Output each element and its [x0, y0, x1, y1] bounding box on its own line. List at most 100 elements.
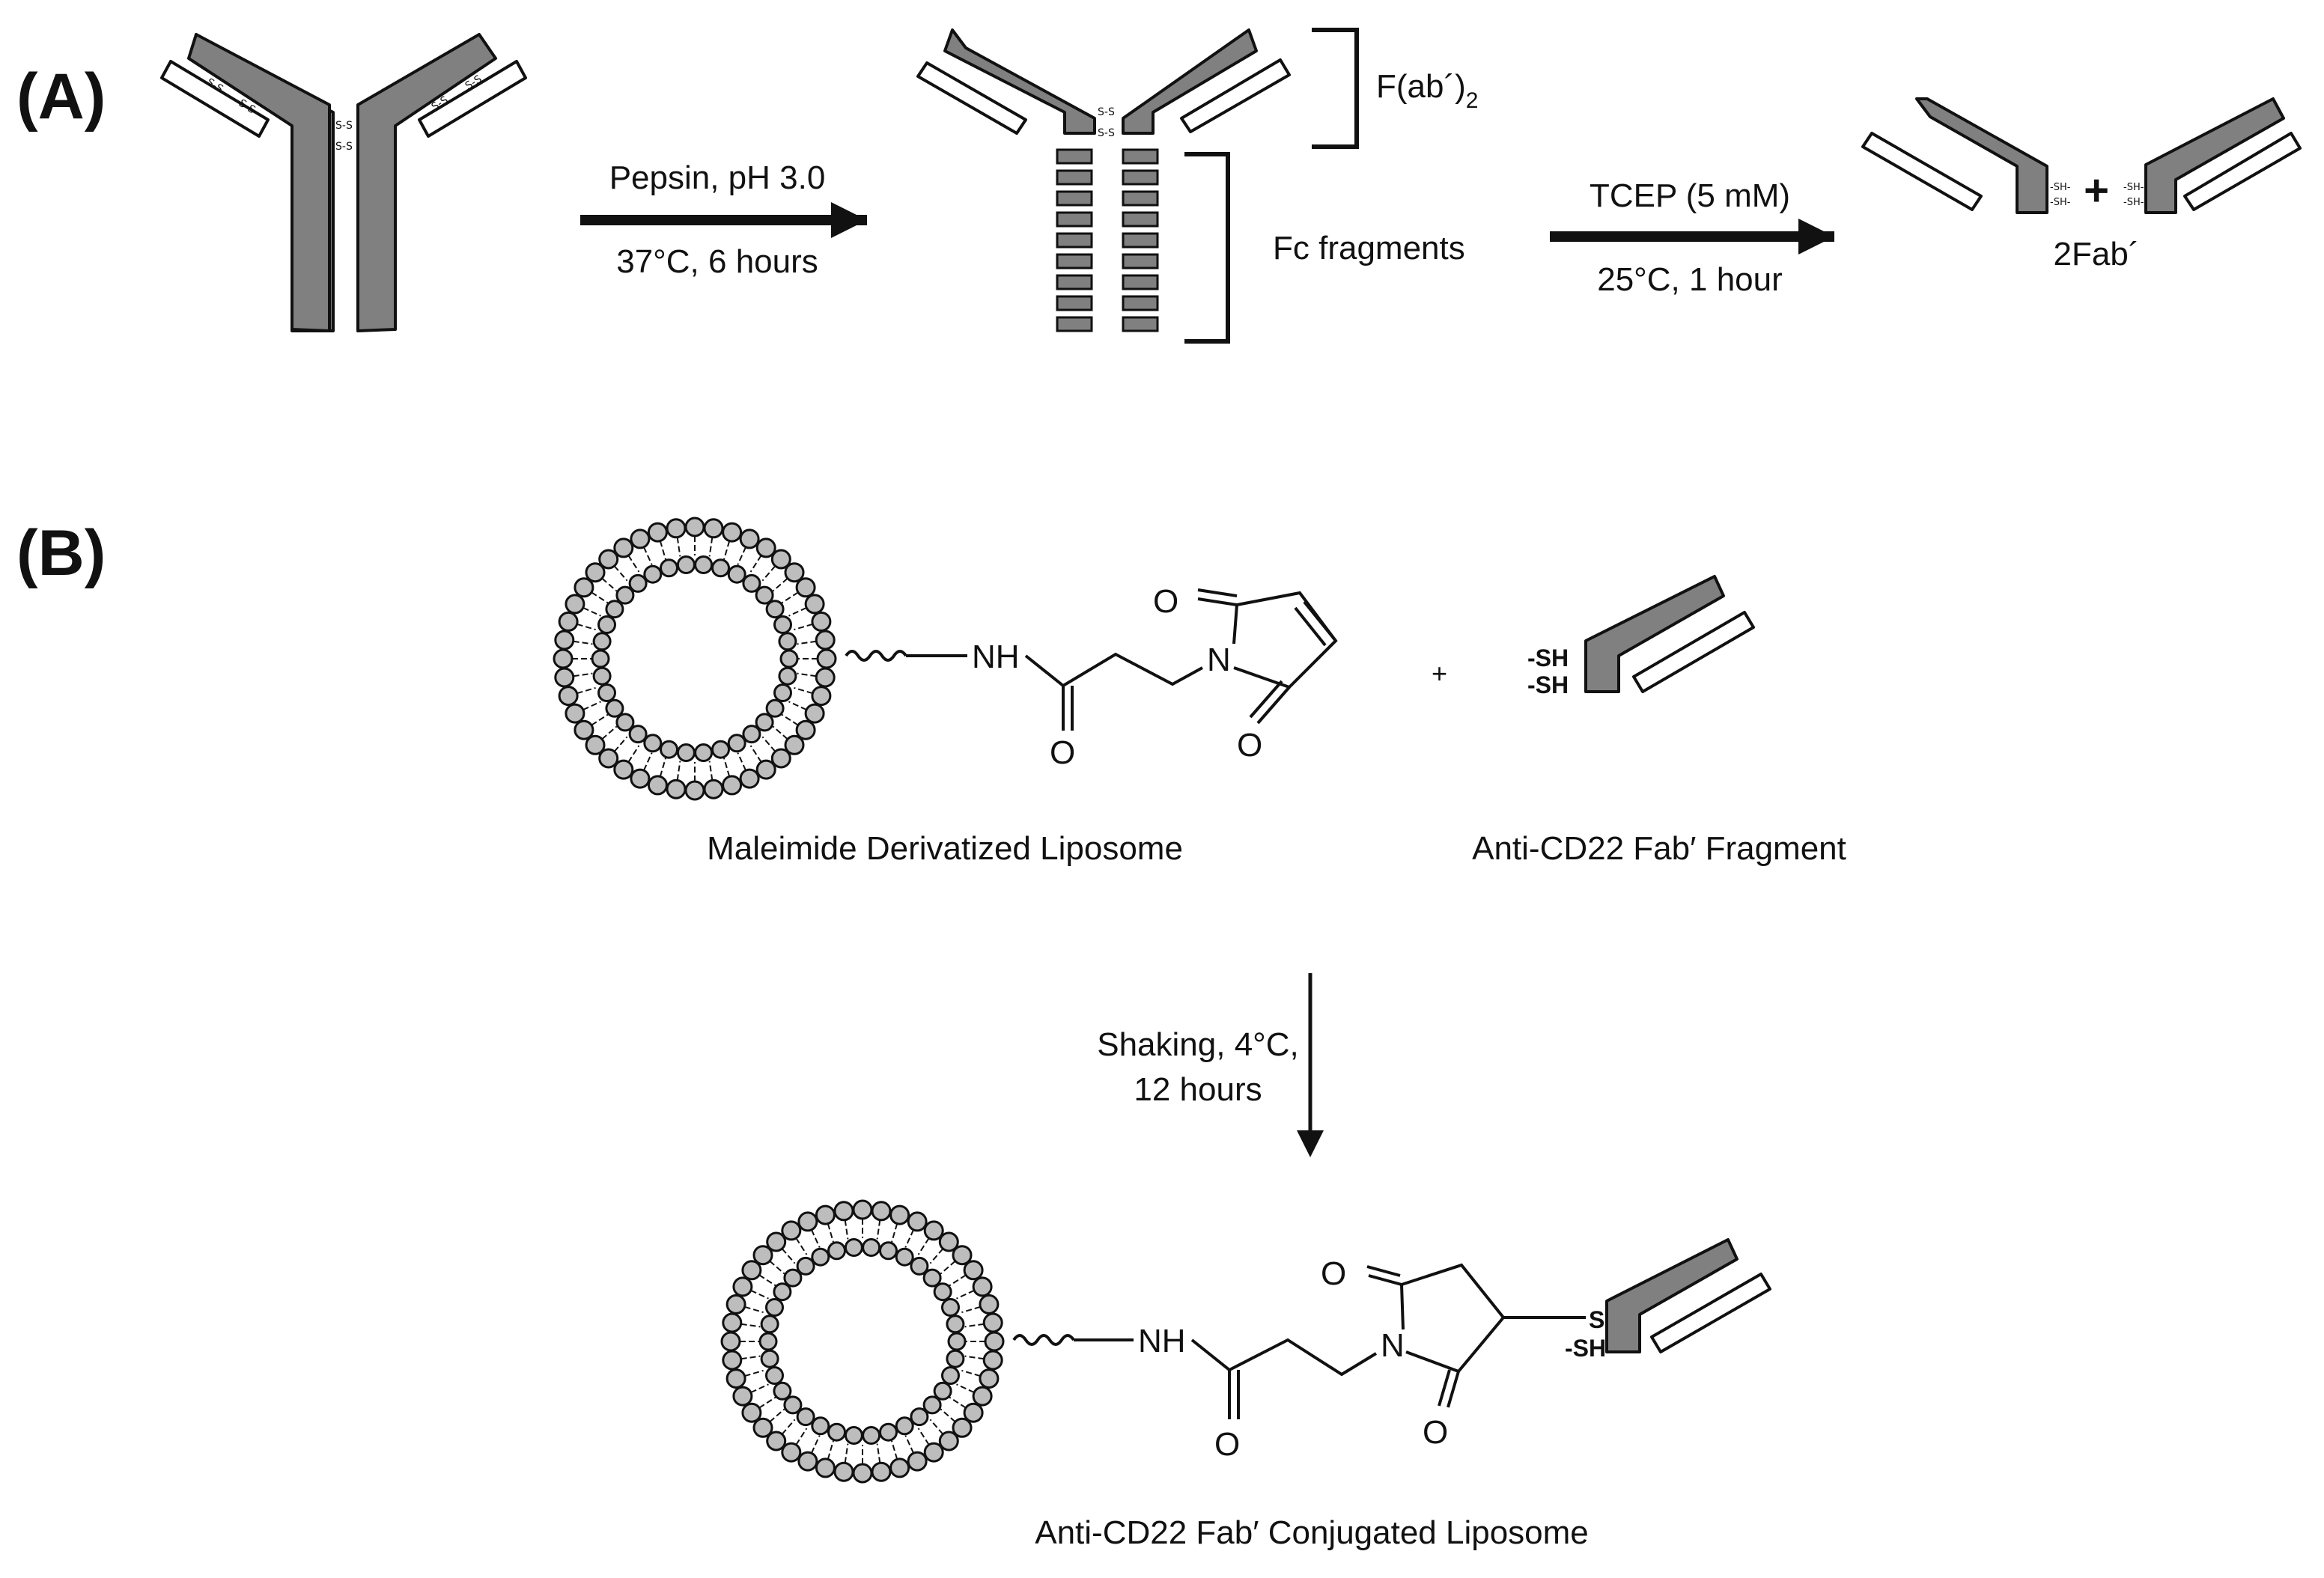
lipid-tail: [577, 623, 596, 631]
lipid-head-inner: [778, 632, 797, 651]
lipid-head-inner: [760, 1349, 779, 1368]
lipid-head-outer: [952, 1245, 973, 1266]
conjugated-liposome-label: Anti-CD22 Fab′ Conjugated Liposome: [1035, 1514, 1589, 1551]
lipid-head-outer: [811, 611, 832, 632]
lipid-head-outer: [804, 594, 825, 615]
lipid-head-inner: [676, 555, 696, 574]
lipid-tail: [750, 1289, 769, 1300]
lipid-head-outer: [647, 522, 668, 543]
lipid-tail: [827, 1440, 835, 1460]
lipid-tail: [956, 1383, 975, 1394]
lipid-head-outer: [972, 1276, 993, 1297]
reactant-plus: +: [1432, 658, 1447, 689]
lipid-head-inner: [605, 698, 624, 718]
lipid-head-outer: [722, 775, 743, 796]
tcep-conditions: 25°C, 1 hour: [1597, 261, 1783, 298]
thiol-right-1: -SH-: [2123, 182, 2144, 193]
lipid-head-inner: [773, 1381, 792, 1401]
lipid-tail: [890, 1223, 898, 1243]
fab-prime-right: [2144, 97, 2302, 214]
amide-nh-top: NH: [972, 639, 1020, 675]
lipid-head-outer: [722, 1312, 743, 1333]
lipid-head-inner: [615, 713, 635, 732]
lipid-tail: [627, 555, 640, 573]
lipid-head-outer: [574, 719, 594, 740]
lipid-head-outer: [703, 779, 724, 799]
lipid-tail: [772, 725, 788, 740]
lipid-head-outer: [938, 1431, 959, 1451]
lipid-head-outer: [722, 522, 743, 543]
lipid-head-outer: [815, 1457, 836, 1478]
conjugated-fab: [1605, 1238, 1771, 1353]
lipid-head-inner: [758, 1332, 778, 1351]
lipid-head-outer: [766, 1431, 787, 1451]
lipid-head-inner: [811, 1416, 830, 1436]
lipid-tail: [749, 555, 762, 573]
lipid-head-outer: [558, 611, 579, 632]
lipid-head-outer: [726, 1294, 746, 1315]
lipid-head-inner: [711, 740, 730, 759]
lipid-head-outer: [923, 1220, 944, 1241]
lipid-head-outer: [815, 630, 836, 651]
lipid-head-inner: [879, 1241, 898, 1261]
lipid-head-inner: [922, 1268, 942, 1288]
lipid-head-inner: [727, 734, 746, 753]
pepsin-conditions: 37°C, 6 hours: [616, 243, 818, 280]
lipid-tail: [601, 725, 618, 740]
maleimide-ring: [1197, 588, 1338, 725]
lipid-head-inner: [597, 615, 616, 634]
lipid-head-outer: [963, 1260, 984, 1281]
lipid-tail: [810, 1229, 821, 1248]
lipid-head-inner: [946, 1315, 965, 1334]
lipid-tail: [659, 758, 667, 777]
lipid-head-inner: [765, 1298, 784, 1317]
lipid-head-inner: [779, 649, 799, 668]
lipid-head-outer: [574, 577, 594, 598]
amide-nh-bottom: NH: [1138, 1323, 1186, 1359]
lipid-head-inner: [844, 1426, 863, 1445]
svg-text:S-S: S-S: [1098, 127, 1115, 139]
lipid-head-inner: [895, 1416, 914, 1436]
lipid-tail: [964, 1355, 985, 1360]
lipid-tail: [676, 761, 681, 781]
lipid-head-inner: [591, 649, 610, 668]
lipid-head-outer: [770, 748, 791, 769]
lipid-head-inner: [694, 743, 714, 762]
lipid-tail: [573, 672, 593, 677]
lipid-tail: [573, 640, 593, 645]
lipid-head-outer: [795, 577, 816, 598]
succinimide-linker: [1190, 1338, 1378, 1419]
lipid-head-outer: [739, 528, 760, 549]
lipid-tail: [781, 713, 799, 726]
fc-label: Fc fragments: [1273, 230, 1465, 266]
lipid-tail: [904, 1435, 915, 1454]
lipid-head-inner: [592, 632, 612, 651]
lipid-tail: [758, 1274, 776, 1287]
lipid-head-inner: [765, 1366, 784, 1385]
lipid-head-inner: [941, 1298, 960, 1317]
lipid-tail: [844, 1219, 849, 1240]
lipid-tail: [582, 606, 601, 617]
lipid-head-inner: [783, 1395, 803, 1415]
lipid-tail: [964, 1323, 985, 1328]
lipid-head-inner: [862, 1426, 881, 1445]
lipid-tail: [708, 761, 714, 781]
succinimide-ring: [1366, 1263, 1586, 1408]
panel-b-label: (B): [16, 517, 106, 589]
lipid-head-inner: [933, 1381, 952, 1401]
shaking-line1: Shaking, 4°C,: [1097, 1026, 1299, 1063]
maleimide-o-bottom: O: [1237, 727, 1262, 764]
lipid-head-outer: [565, 594, 585, 615]
lipid-tail: [797, 672, 817, 677]
lipid-tail: [961, 1369, 981, 1377]
lipid-tail: [613, 736, 628, 752]
lipid-tail: [740, 1355, 761, 1360]
lipid-tail: [795, 1428, 808, 1446]
lipid-head-outer: [781, 1220, 802, 1241]
lipid-head-outer: [630, 768, 651, 789]
lipid-head-outer: [797, 1451, 818, 1472]
lipid-head-outer: [852, 1199, 873, 1220]
lipid-head-inner: [755, 713, 774, 732]
lipid-head-inner: [783, 1268, 803, 1288]
